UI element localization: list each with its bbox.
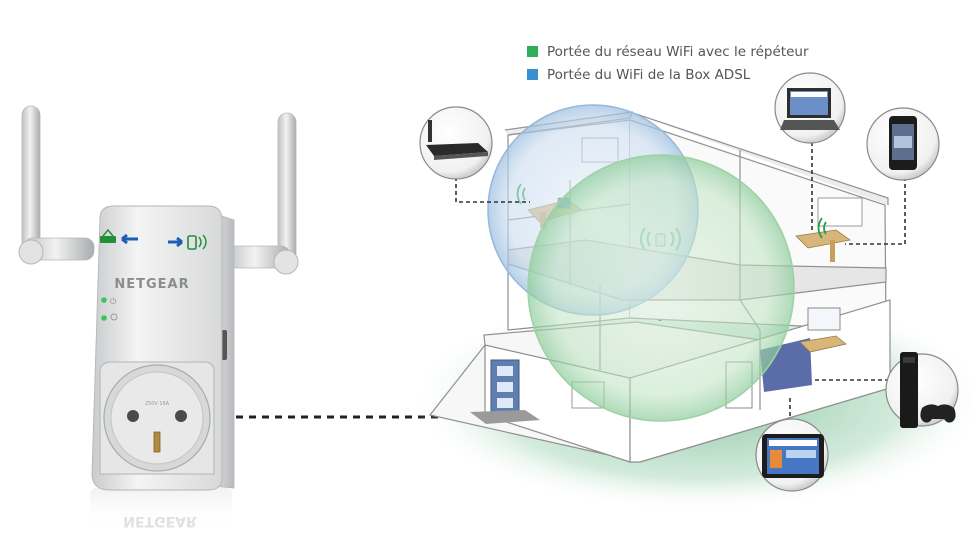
right-antenna xyxy=(225,112,299,275)
reflection-brand: NETGEAR xyxy=(123,513,197,529)
wifi-repeater: NETGEAR NETGEAR xyxy=(18,105,299,529)
laptop-bubble xyxy=(774,72,846,144)
tablet-icon xyxy=(762,434,824,478)
repeater-coverage xyxy=(527,154,795,422)
repeater-brand: NETGEAR xyxy=(114,277,189,292)
socket-rating: 250V 16A xyxy=(145,401,170,407)
wps-icon xyxy=(110,313,118,321)
laptop-icon xyxy=(780,88,840,130)
legend-item-box: Portée du WiFi de la Box ADSL xyxy=(527,63,809,86)
device-link-indicator-icon xyxy=(168,234,207,250)
front-door xyxy=(470,359,540,424)
game-console-bubble xyxy=(885,352,959,428)
right-desk xyxy=(795,229,851,262)
legend-label-box: Portée du WiFi de la Box ADSL xyxy=(547,66,751,83)
adsl-box-bubble xyxy=(419,106,493,180)
legend: Portée du réseau WiFi avec le répéteur P… xyxy=(527,40,809,86)
game-console-icon xyxy=(900,352,956,428)
power-led xyxy=(101,297,107,303)
power-socket: 250V 16A xyxy=(99,361,215,475)
repeater-reflection: NETGEAR xyxy=(90,488,232,529)
left-antenna xyxy=(18,105,95,265)
power-icon: ⏻ xyxy=(110,297,117,306)
status-led xyxy=(101,315,107,321)
blue-swatch-icon xyxy=(527,69,538,80)
router-link-indicator-icon xyxy=(100,228,138,245)
legend-label-repeater: Portée du réseau WiFi avec le répéteur xyxy=(547,43,809,60)
legend-item-repeater: Portée du réseau WiFi avec le répéteur xyxy=(527,40,809,63)
upstairs-window-right xyxy=(817,197,863,227)
tablet-bubble xyxy=(755,418,829,492)
smartphone-icon xyxy=(889,116,917,170)
tv-screen xyxy=(807,307,841,331)
router-icon xyxy=(426,120,488,160)
green-swatch-icon xyxy=(527,46,538,57)
smartphone-bubble xyxy=(866,107,940,181)
tv-stand xyxy=(799,335,847,353)
